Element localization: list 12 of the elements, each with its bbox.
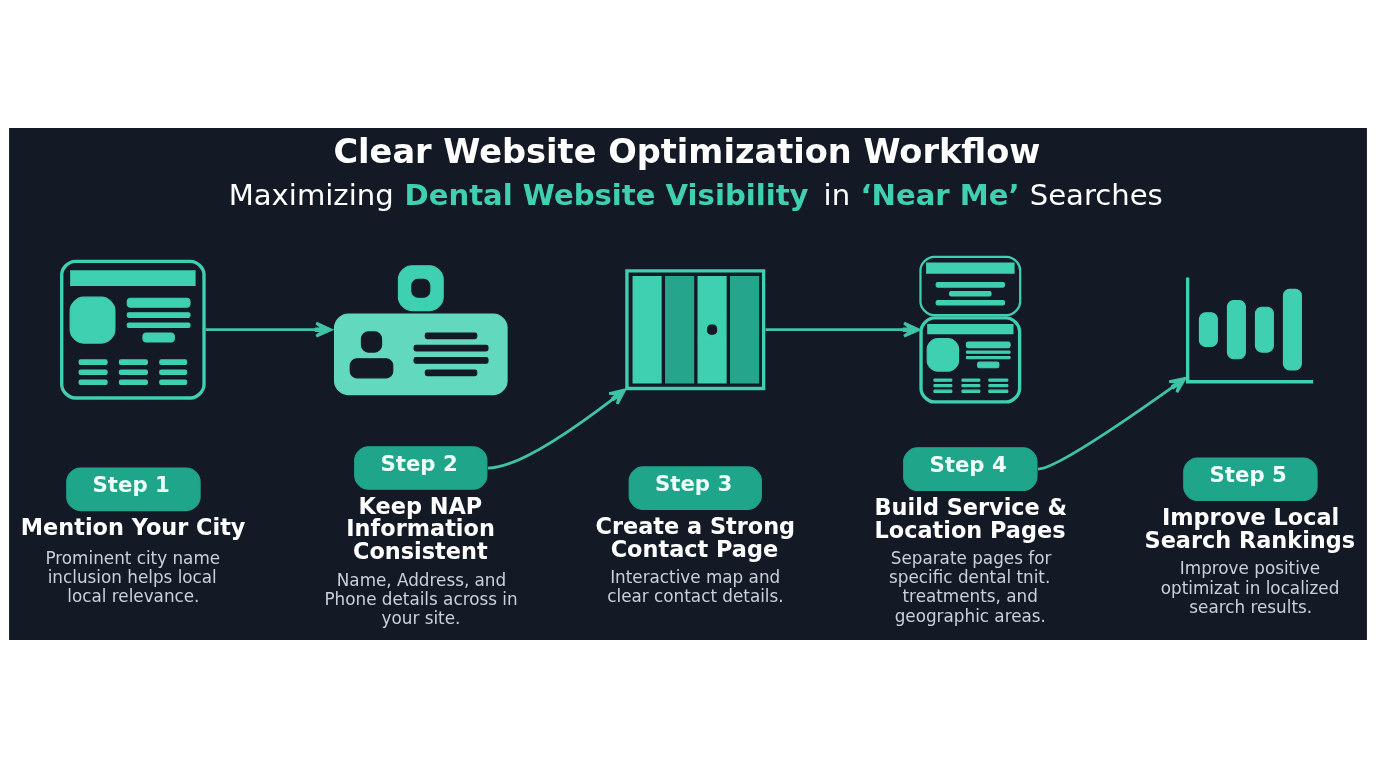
node-label: Improve positive optimizat in localized search results. xyxy=(1160,558,1340,617)
node-label: Improve Local Search Rankings xyxy=(1144,504,1356,553)
node-label: Keep NAP Information Consistent xyxy=(346,492,495,564)
node-label: Separate pages for specific dental tnit. treatments, and geographic areas. xyxy=(889,548,1052,626)
node-label: Name, Address, and Phone details across in your site. xyxy=(324,569,518,628)
node-label: Interactive map and clear contact details. xyxy=(607,567,784,607)
diagram-title: Clear Website Optimization Workflow xyxy=(333,131,1041,171)
label: Maximizing Dental Website Visibility in ‘Near Me’ Searches xyxy=(228,178,1163,213)
node-label: Prominent city name inclusion helps local local relevance. xyxy=(45,548,221,607)
node-label: Create a Strong Contact Page xyxy=(595,513,796,562)
node-label: Build Service & Location Pages xyxy=(874,494,1068,543)
node-label: Mention Your City xyxy=(20,514,246,541)
